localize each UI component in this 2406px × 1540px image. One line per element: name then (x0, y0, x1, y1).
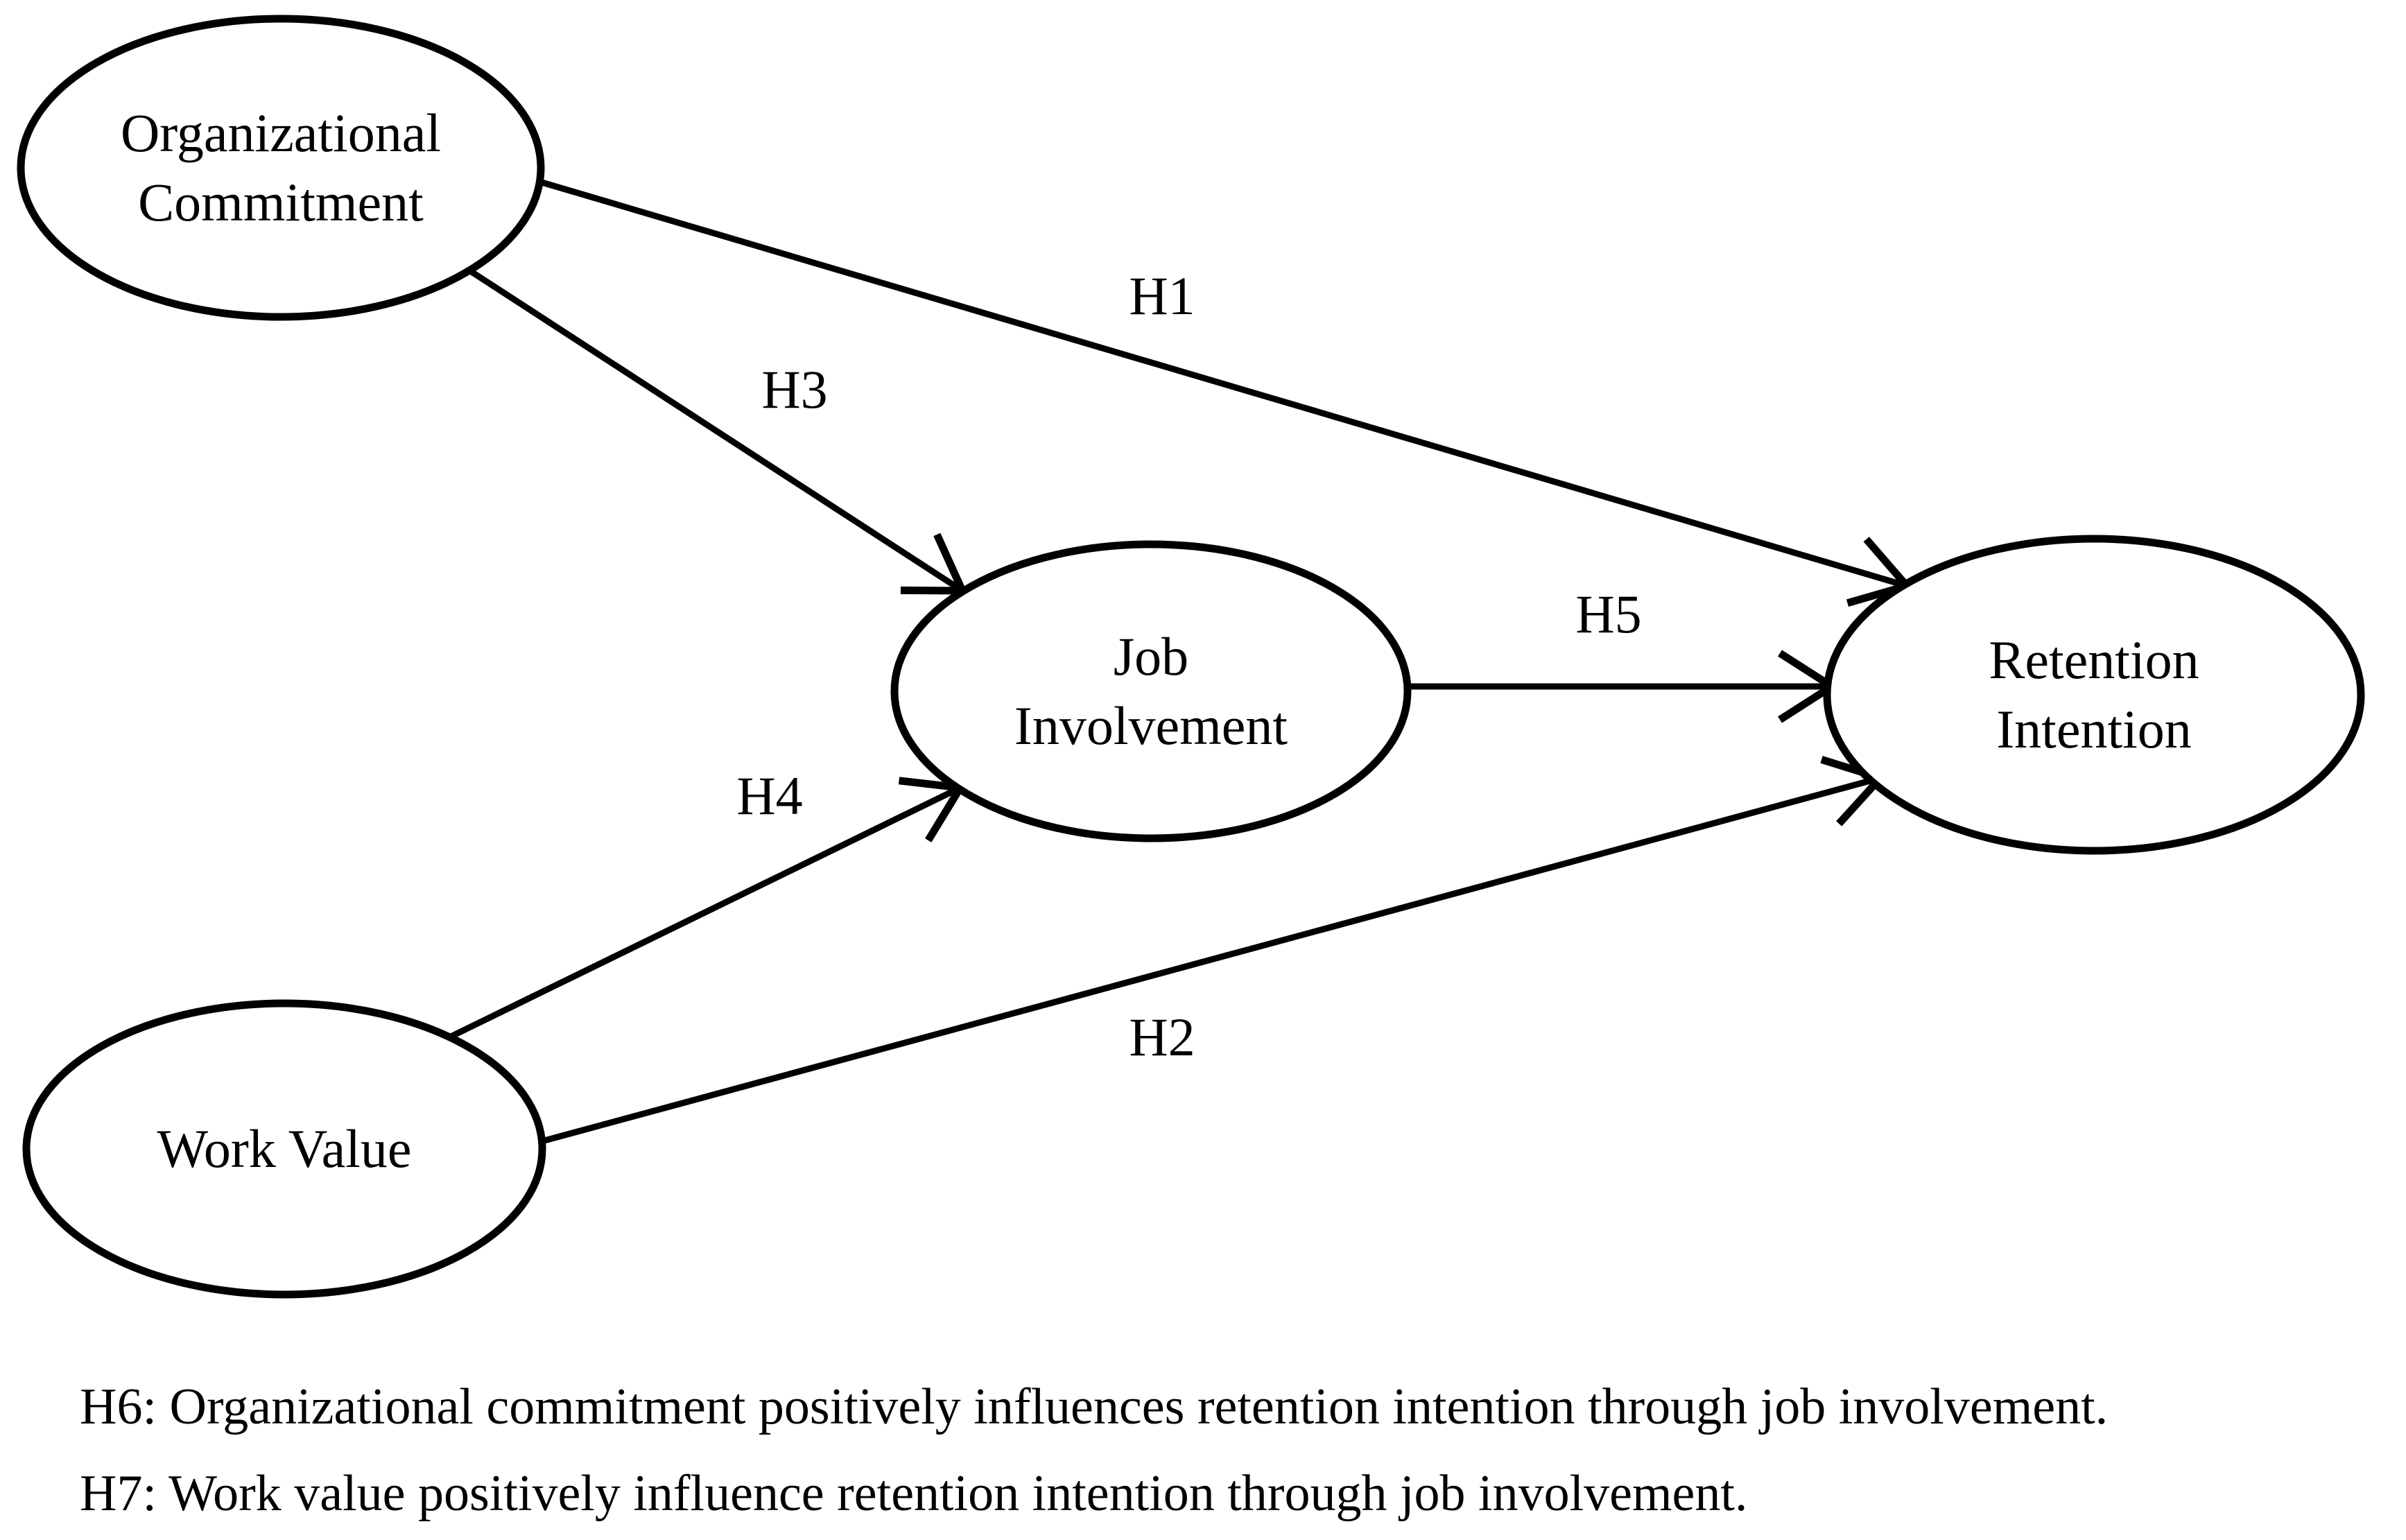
node-ellipse-organizational-commitment (17, 15, 545, 321)
arrow-h2 (543, 756, 1887, 1144)
node-ellipse-job-involvement (890, 540, 1412, 842)
path-label-h2: H2 (1129, 1007, 1195, 1067)
node-ellipse-work-value (22, 999, 546, 1299)
arrow-h3 (469, 269, 969, 595)
path-label-h4: H4 (736, 765, 803, 826)
node-label-job-involvement: Job Involvement (1014, 626, 1288, 756)
path-label-h3: H3 (761, 359, 828, 419)
note-h7: H7: Work value positively influence rete… (80, 1465, 1748, 1522)
node-label-work-value: Work Value (157, 1118, 412, 1179)
arrow-h1 (538, 178, 1914, 607)
note-h6: H6: Organizational commitment positively… (80, 1378, 2109, 1435)
node-label-organizational-commitment: Organizational Commitment (120, 103, 442, 232)
arrow-h4 (449, 777, 967, 1040)
path-label-h5: H5 (1575, 584, 1642, 644)
path-label-h1: H1 (1129, 266, 1195, 326)
node-label-retention-intention: Retention Intention (1989, 630, 2199, 759)
node-ellipse-retention-intention (1823, 535, 2365, 855)
